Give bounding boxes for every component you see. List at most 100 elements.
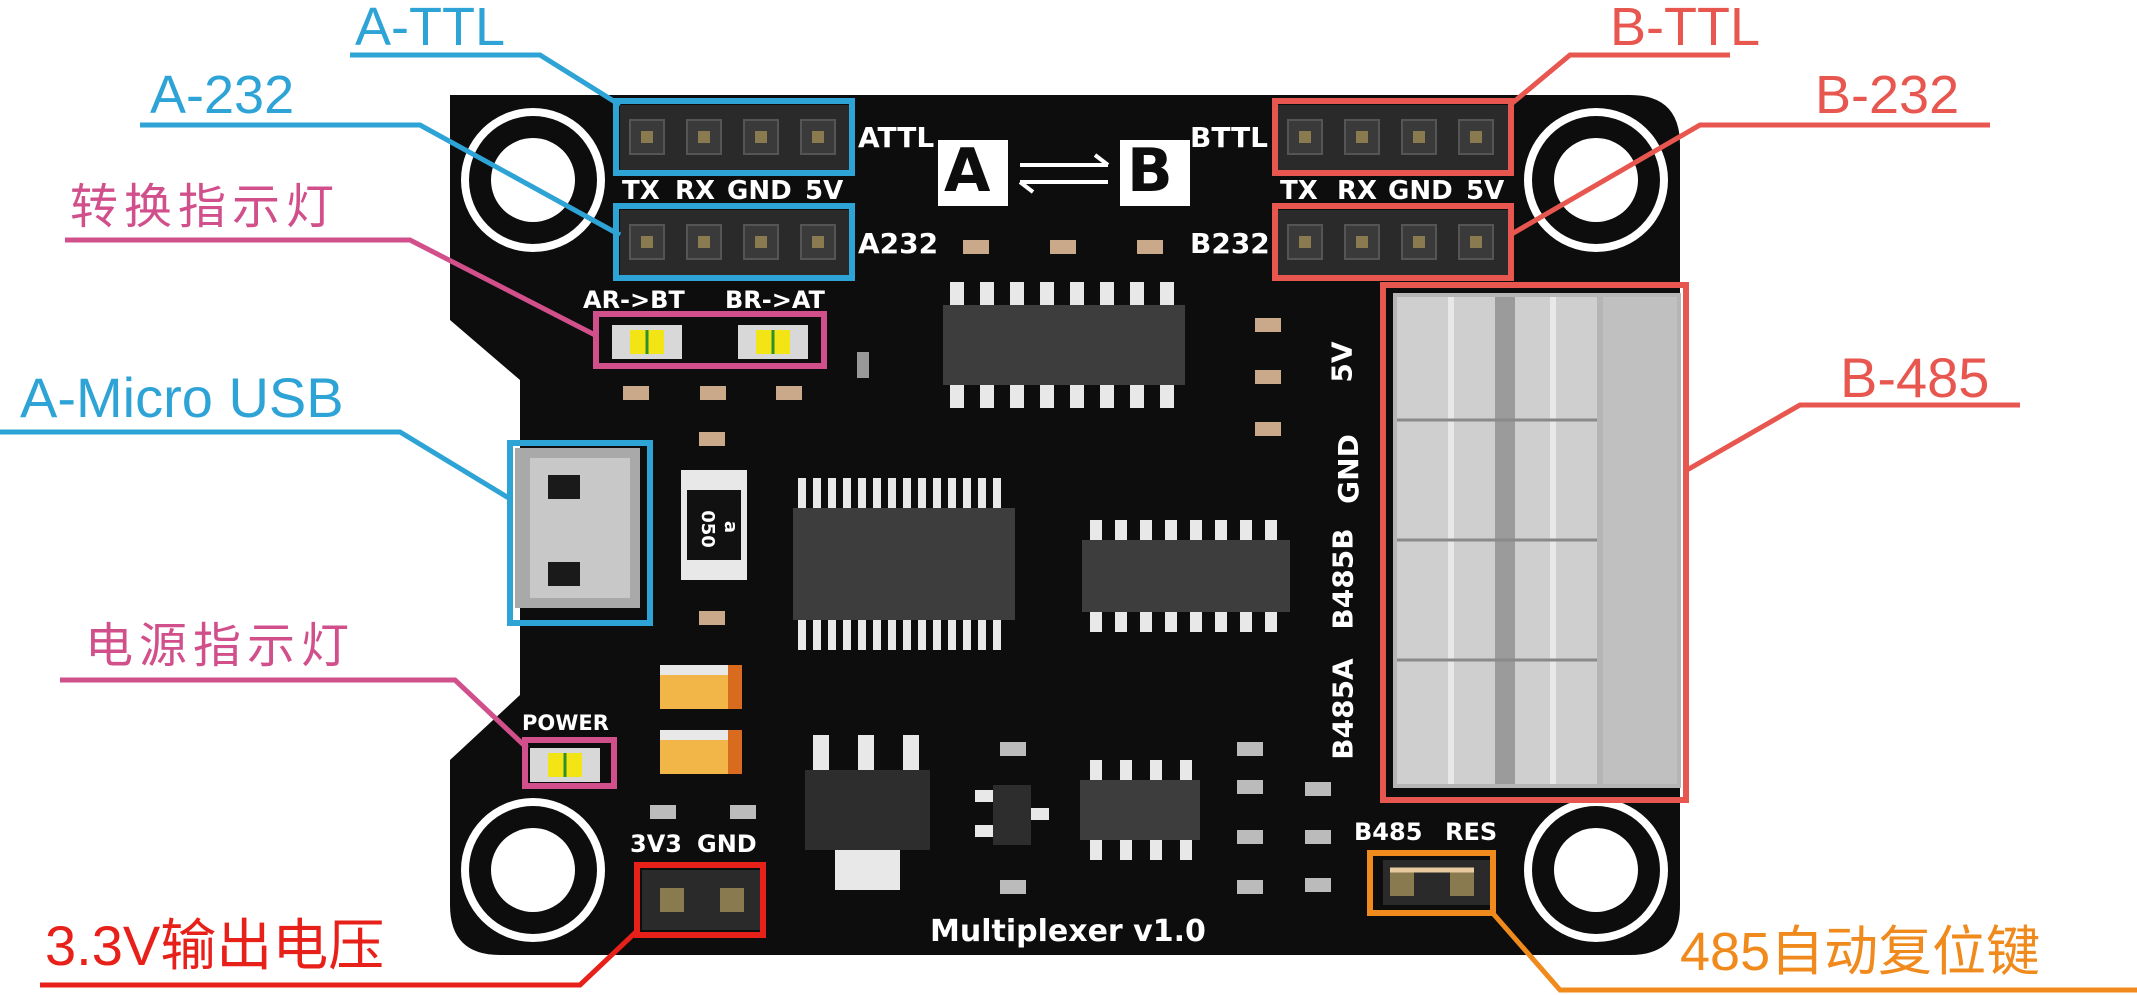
ic-leg bbox=[1100, 385, 1114, 408]
led-power bbox=[530, 748, 600, 782]
box-b-232 bbox=[1272, 203, 1514, 281]
silk-terminal-gnd: GND bbox=[1331, 434, 1365, 504]
header-pin-contact bbox=[812, 236, 824, 248]
ic-leg bbox=[1150, 760, 1162, 780]
ic-leg bbox=[1165, 520, 1177, 540]
ic-leg bbox=[1040, 385, 1054, 408]
ic-leg bbox=[993, 478, 1001, 508]
silk-b-pin-tx: TX bbox=[1280, 176, 1318, 206]
leader-conv bbox=[65, 237, 599, 339]
silk-br-at: BR->AT bbox=[725, 286, 825, 314]
leader-usb bbox=[0, 429, 514, 503]
header-pin-contact bbox=[1356, 236, 1368, 248]
leader-a-ttl bbox=[350, 52, 622, 108]
ic-main bbox=[793, 508, 1015, 620]
ic-leg bbox=[1120, 840, 1132, 860]
ic-leg bbox=[1130, 282, 1144, 305]
silk-b-pin-gnd: GND bbox=[1388, 176, 1453, 206]
ic-leg bbox=[918, 620, 926, 650]
silk-ar-bt: AR->BT bbox=[583, 286, 685, 314]
silk-fuse-mark: 050 bbox=[696, 510, 718, 548]
ic-leg bbox=[1090, 760, 1102, 780]
ic-leg bbox=[1165, 612, 1177, 632]
header-pin bbox=[1344, 119, 1380, 155]
ic-leg bbox=[933, 478, 941, 508]
silk-attl: ATTL bbox=[858, 121, 935, 154]
ic-leg bbox=[888, 620, 896, 650]
label-conv-indicator: 转换指示灯 bbox=[70, 179, 341, 235]
silk-a-pin-gnd: GND bbox=[727, 176, 792, 206]
ic-leg bbox=[1140, 520, 1152, 540]
ic-leg bbox=[963, 478, 971, 508]
leader-power bbox=[60, 677, 529, 750]
silk-terminal-b485b: B485B bbox=[1326, 528, 1360, 630]
ic-leg bbox=[1040, 282, 1054, 305]
ic-leg bbox=[1150, 840, 1162, 860]
header-pin bbox=[800, 119, 836, 155]
silk-a-pin-5v: 5V bbox=[805, 176, 844, 206]
ic-leg bbox=[1130, 385, 1144, 408]
ic-leg bbox=[1090, 612, 1102, 632]
silk-board-name: Multiplexer v1.0 bbox=[930, 914, 1206, 949]
ic-leg bbox=[1190, 612, 1202, 632]
ic-leg bbox=[828, 620, 836, 650]
ic-leg bbox=[1160, 282, 1174, 305]
label-b-ttl: B-TTL bbox=[1610, 0, 1761, 57]
silk-b-pin-rx: RX bbox=[1337, 176, 1378, 206]
ic-leg bbox=[1190, 520, 1202, 540]
leader-reset bbox=[1488, 908, 2137, 993]
ic-leg bbox=[873, 478, 881, 508]
box-a-232 bbox=[613, 203, 855, 281]
silk-res: RES bbox=[1445, 818, 1498, 846]
micro-usb-connector bbox=[515, 448, 640, 608]
header-pin-contact bbox=[698, 131, 710, 143]
ic-leg bbox=[980, 385, 994, 408]
ic-leg bbox=[1240, 520, 1252, 540]
leader-3v3 bbox=[40, 928, 640, 988]
ic-leg bbox=[978, 478, 986, 508]
silk-b232: B232 bbox=[1190, 227, 1270, 260]
header-pin-contact bbox=[1470, 131, 1482, 143]
header-3v3-gnd bbox=[642, 870, 762, 930]
pcb-board bbox=[450, 95, 1680, 955]
box-micro-usb bbox=[507, 440, 653, 626]
silk-a-pin-tx: TX bbox=[622, 176, 660, 206]
ic-small bbox=[1080, 780, 1200, 840]
ic-leg bbox=[843, 620, 851, 650]
ic-leg bbox=[1010, 282, 1024, 305]
mounting-hole-top-right bbox=[1524, 108, 1668, 252]
ic-leg bbox=[1090, 520, 1102, 540]
ic-leg bbox=[1180, 760, 1192, 780]
ic-leg bbox=[858, 478, 866, 508]
ic-leg bbox=[903, 620, 911, 650]
ic-leg bbox=[888, 478, 896, 508]
ic-leg bbox=[1090, 840, 1102, 860]
header-pin-contact bbox=[755, 131, 767, 143]
b-485-terminal-block bbox=[1393, 293, 1681, 788]
label-a-ttl: A-TTL bbox=[355, 0, 506, 57]
ic-leg bbox=[858, 620, 866, 650]
ic-leg bbox=[993, 620, 1001, 650]
header-pin-contact bbox=[1299, 236, 1311, 248]
label-b-485: B-485 bbox=[1840, 346, 1990, 409]
ic-pin-rows bbox=[798, 282, 1277, 860]
ic-leg bbox=[1140, 612, 1152, 632]
ic-leg bbox=[950, 385, 964, 408]
ic-leg bbox=[1120, 760, 1132, 780]
tantalum-capacitor-2 bbox=[660, 730, 742, 774]
ic-leg bbox=[873, 620, 881, 650]
mounting-hole-bottom-right bbox=[1524, 798, 1668, 942]
header-pin-contact bbox=[1413, 236, 1425, 248]
mounting-hole-top-left bbox=[461, 108, 605, 252]
logo-letter-a: A bbox=[944, 136, 991, 206]
header-pin bbox=[1287, 224, 1323, 260]
box-power-led bbox=[522, 737, 617, 789]
ic-leg bbox=[828, 478, 836, 508]
ic-leg bbox=[1100, 282, 1114, 305]
box-b-485 bbox=[1380, 282, 1689, 803]
ic-leg bbox=[1215, 520, 1227, 540]
ic-leg bbox=[1010, 385, 1024, 408]
ic-top bbox=[943, 305, 1185, 385]
header-pin-contact bbox=[698, 236, 710, 248]
